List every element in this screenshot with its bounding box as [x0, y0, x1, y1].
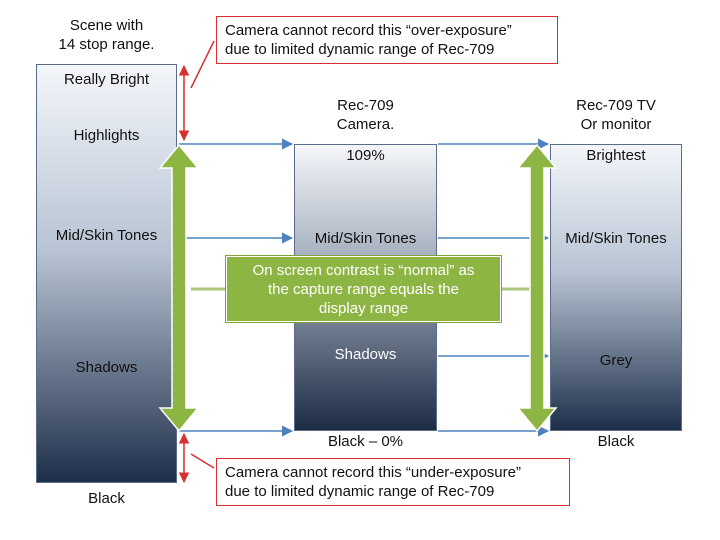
green-double-arrow-left — [158, 143, 200, 433]
red-callout-pointer-bottom — [190, 453, 215, 469]
camera-label-shadows: Shadows — [334, 346, 397, 363]
camera-heading: Rec-709 Camera. — [294, 96, 437, 134]
tv-label-mid-skin-tones: Mid/Skin Tones — [565, 230, 667, 247]
camera-heading-line2: Camera. — [336, 116, 395, 133]
callout-over-exposure: Camera cannot record this “over-exposure… — [216, 16, 558, 64]
tv-label-brightest: Brightest — [586, 147, 646, 164]
tv-label-black: Black — [597, 433, 635, 450]
camera-label-109: 109% — [346, 147, 385, 164]
camera-heading-line1: Rec-709 — [337, 97, 394, 114]
callout-under-exposure-line2: due to limited dynamic range of Rec-709 — [225, 483, 495, 500]
contrast-note-line3: display range — [318, 300, 409, 317]
callout-over-exposure-line1: Camera cannot record this “over-exposure… — [225, 22, 512, 39]
callout-under-exposure-line1: Camera cannot record this “under-exposur… — [225, 464, 521, 481]
green-double-arrow-right — [516, 143, 558, 433]
scene-label-highlights: Highlights — [73, 127, 140, 144]
callout-under-exposure: Camera cannot record this “under-exposur… — [216, 458, 570, 506]
tv-heading-line1: Rec-709 TV — [576, 97, 656, 114]
tv-range-box — [550, 144, 682, 431]
camera-label-black: Black – 0% — [327, 433, 404, 450]
scene-range-box — [36, 64, 177, 483]
scene-label-mid-skin-tones: Mid/Skin Tones — [55, 227, 158, 244]
scene-heading-line2: 14 stop range. — [58, 36, 155, 53]
callout-over-exposure-line2: due to limited dynamic range of Rec-709 — [225, 41, 495, 58]
tv-heading: Rec-709 TV Or monitor — [550, 96, 682, 134]
scene-label-really-bright: Really Bright — [63, 71, 150, 88]
scene-label-shadows: Shadows — [75, 359, 138, 376]
tv-heading-line2: Or monitor — [580, 116, 652, 133]
contrast-note-line1: On screen contrast is “normal” as — [252, 262, 475, 279]
tv-label-grey: Grey — [599, 352, 633, 369]
camera-label-mid-skin-tones: Mid/Skin Tones — [314, 230, 417, 247]
contrast-note-line2: the capture range equals the — [268, 281, 459, 298]
scene-label-black: Black — [88, 490, 125, 507]
scene-heading: Scene with 14 stop range. — [40, 16, 173, 54]
scene-heading-line1: Scene with — [69, 17, 144, 34]
red-callout-pointer-top — [190, 40, 215, 89]
contrast-note: On screen contrast is “normal” as the ca… — [225, 255, 502, 323]
